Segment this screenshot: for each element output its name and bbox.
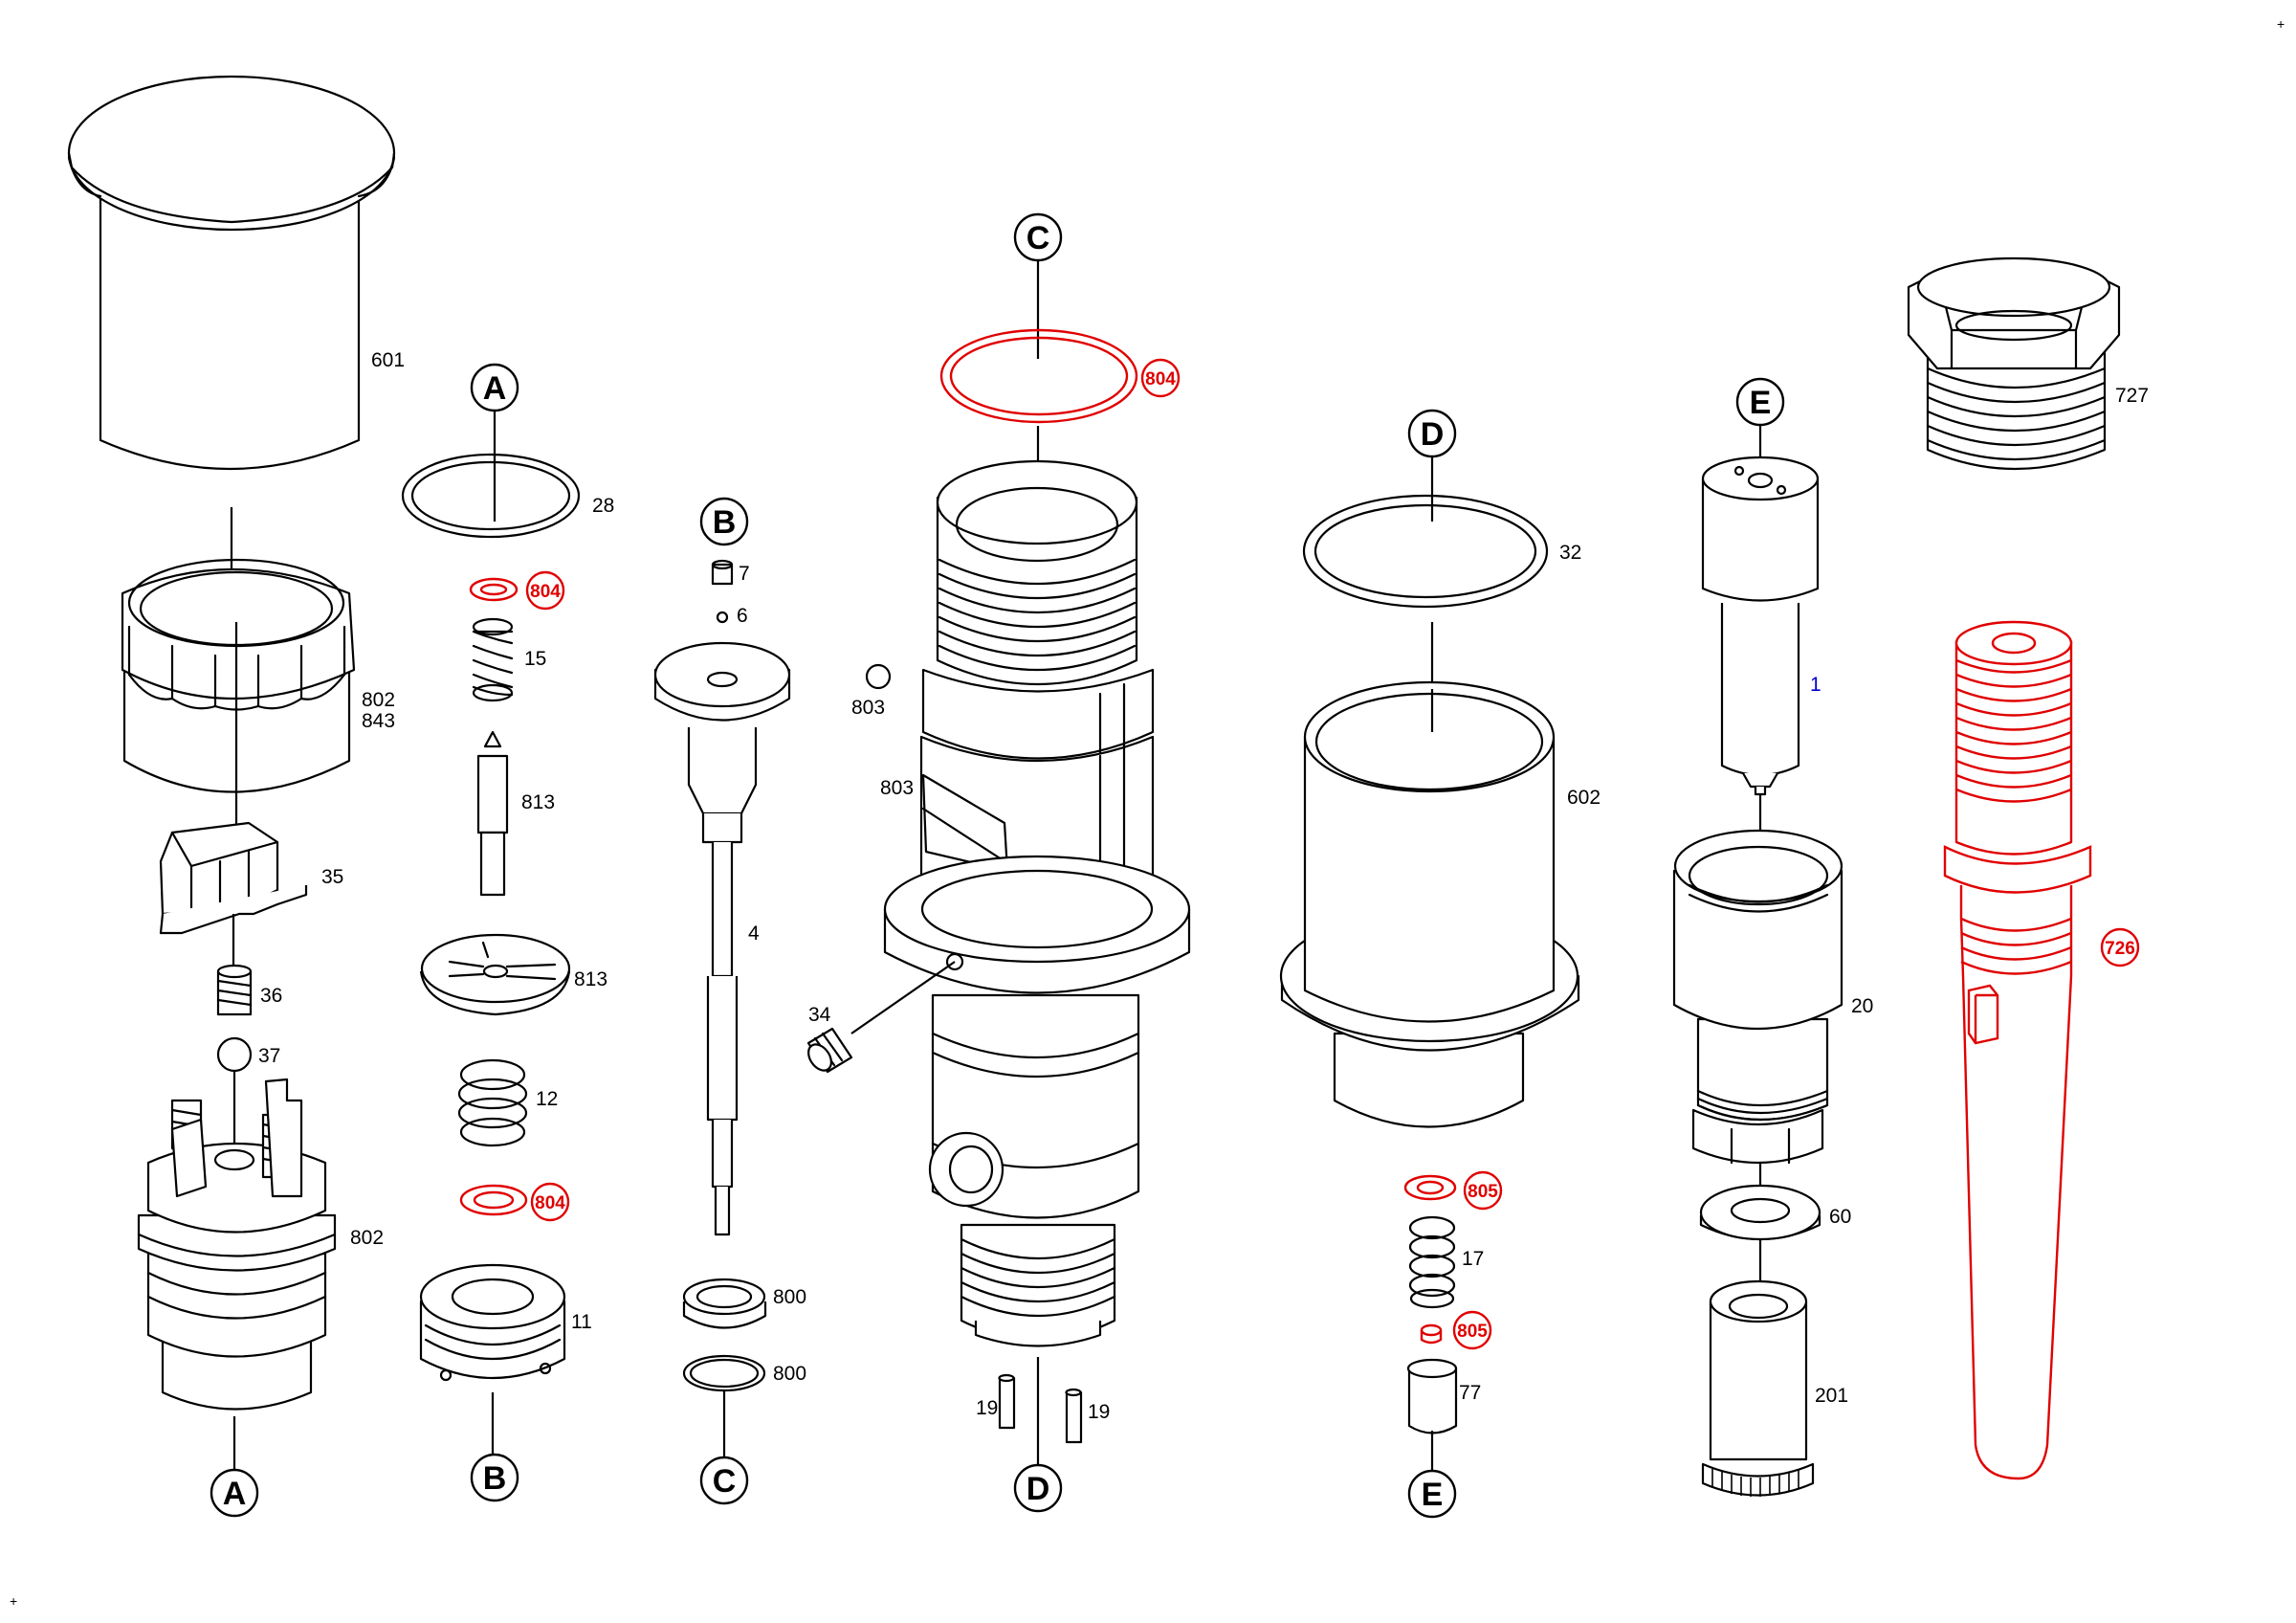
part-19-pin-a xyxy=(998,1373,1016,1430)
label-201: 201 xyxy=(1815,1385,1848,1407)
label-60: 60 xyxy=(1829,1206,1851,1228)
part-35-clip xyxy=(159,821,308,935)
svg-text:D: D xyxy=(1421,416,1445,453)
label-601: 601 xyxy=(371,349,405,371)
ref-d-top: D xyxy=(1407,409,1457,458)
label-15: 15 xyxy=(524,648,546,670)
label-17: 17 xyxy=(1462,1248,1484,1270)
part-7-seat xyxy=(711,559,734,586)
injector-body xyxy=(883,459,1191,1347)
part-813-armature-plate xyxy=(419,933,571,1016)
svg-text:A: A xyxy=(483,370,507,407)
part-34-set-screw xyxy=(806,961,956,1074)
label-12: 12 xyxy=(536,1088,558,1110)
part-15-spring xyxy=(472,617,514,702)
label-19-a: 19 xyxy=(976,1397,998,1419)
label-802-top: 802 xyxy=(362,689,395,711)
label-34: 34 xyxy=(808,1004,831,1026)
ref-e-top: E xyxy=(1735,377,1785,427)
label-37: 37 xyxy=(258,1045,280,1067)
svg-text:E: E xyxy=(1750,385,1772,421)
part-1-nozzle xyxy=(1701,456,1820,796)
part-805-shim-b: 805 xyxy=(1420,1310,1492,1350)
label-813-a: 813 xyxy=(521,791,555,813)
label-6: 6 xyxy=(737,605,748,627)
label-726: 726 xyxy=(2105,939,2135,959)
svg-text:A: A xyxy=(223,1476,247,1512)
label-28: 28 xyxy=(592,495,614,517)
ref-e-bottom: E xyxy=(1407,1469,1457,1519)
part-601-cap xyxy=(67,75,396,470)
part-602-sleeve xyxy=(1279,680,1580,1128)
label-727: 727 xyxy=(2115,385,2149,407)
label-19-b: 19 xyxy=(1088,1401,1110,1423)
label-602: 602 xyxy=(1567,787,1601,809)
label-804-c: 804 xyxy=(1145,369,1176,389)
label-77: 77 xyxy=(1459,1382,1481,1404)
label-32: 32 xyxy=(1559,542,1581,564)
part-28-o-ring xyxy=(401,453,581,539)
label-1: 1 xyxy=(1810,674,1821,696)
corner-mark-bottom-left: + xyxy=(10,1593,17,1609)
part-803-ball xyxy=(865,663,892,690)
ref-a-top: A xyxy=(470,363,519,412)
part-804-shim-a: 804 xyxy=(469,570,565,611)
part-77-spacer xyxy=(1406,1358,1458,1434)
label-803-b: 803 xyxy=(880,777,914,799)
label-4: 4 xyxy=(748,923,760,945)
ref-c-top: C xyxy=(1013,212,1063,262)
part-802-843-nut xyxy=(121,558,356,793)
part-726-pressure-pipe: 726 xyxy=(1943,620,2140,1480)
label-800-b: 800 xyxy=(773,1363,806,1385)
part-32-o-ring xyxy=(1302,494,1549,609)
part-201-sleeve xyxy=(1701,1279,1815,1497)
part-12-spring xyxy=(457,1058,528,1147)
part-800-ring-a xyxy=(682,1278,767,1329)
part-4-valve-piece xyxy=(653,641,791,1236)
part-804-shim-b: 804 xyxy=(459,1182,570,1222)
part-813-armature-pin xyxy=(476,730,509,897)
part-37-ball xyxy=(216,1036,253,1073)
label-804-b: 804 xyxy=(535,1193,565,1213)
svg-text:C: C xyxy=(1027,220,1050,256)
ref-b-bottom: B xyxy=(470,1453,519,1502)
svg-text:B: B xyxy=(483,1460,507,1497)
part-800-ring-b xyxy=(682,1354,766,1392)
svg-text:C: C xyxy=(713,1463,737,1500)
label-802-bottom: 802 xyxy=(350,1227,384,1249)
part-60-washer xyxy=(1699,1184,1821,1241)
part-19-pin-b xyxy=(1065,1388,1083,1444)
label-805-a: 805 xyxy=(1468,1182,1498,1202)
part-20-nozzle-nut xyxy=(1672,829,1843,1165)
part-805-shim-a: 805 xyxy=(1403,1170,1503,1211)
part-36-spring xyxy=(216,964,253,1016)
svg-text:B: B xyxy=(713,504,737,541)
label-20: 20 xyxy=(1851,995,1873,1017)
ref-c-bottom: C xyxy=(699,1456,749,1505)
svg-text:D: D xyxy=(1027,1471,1050,1507)
label-843: 843 xyxy=(362,710,395,732)
part-6-ball xyxy=(716,611,729,624)
part-727-pressure-fitting xyxy=(1907,256,2121,471)
part-802-valve-body xyxy=(137,1078,337,1411)
label-800-a: 800 xyxy=(773,1286,806,1308)
part-17-spring xyxy=(1408,1215,1456,1309)
part-11-nut xyxy=(419,1263,566,1382)
label-813-b: 813 xyxy=(574,968,607,990)
corner-mark-top-right: + xyxy=(2277,16,2285,32)
label-805-b: 805 xyxy=(1457,1322,1488,1342)
label-803-a: 803 xyxy=(851,697,885,719)
ref-a-bottom: A xyxy=(210,1468,259,1518)
svg-text:E: E xyxy=(1422,1477,1444,1513)
part-804-seal-ring: 804 xyxy=(939,328,1181,424)
label-36: 36 xyxy=(260,985,282,1007)
ref-b-top: B xyxy=(699,497,749,546)
label-804-a: 804 xyxy=(530,582,561,602)
label-7: 7 xyxy=(739,563,750,585)
label-35: 35 xyxy=(321,866,343,888)
ref-d-bottom: D xyxy=(1013,1463,1063,1513)
label-11: 11 xyxy=(571,1311,592,1333)
